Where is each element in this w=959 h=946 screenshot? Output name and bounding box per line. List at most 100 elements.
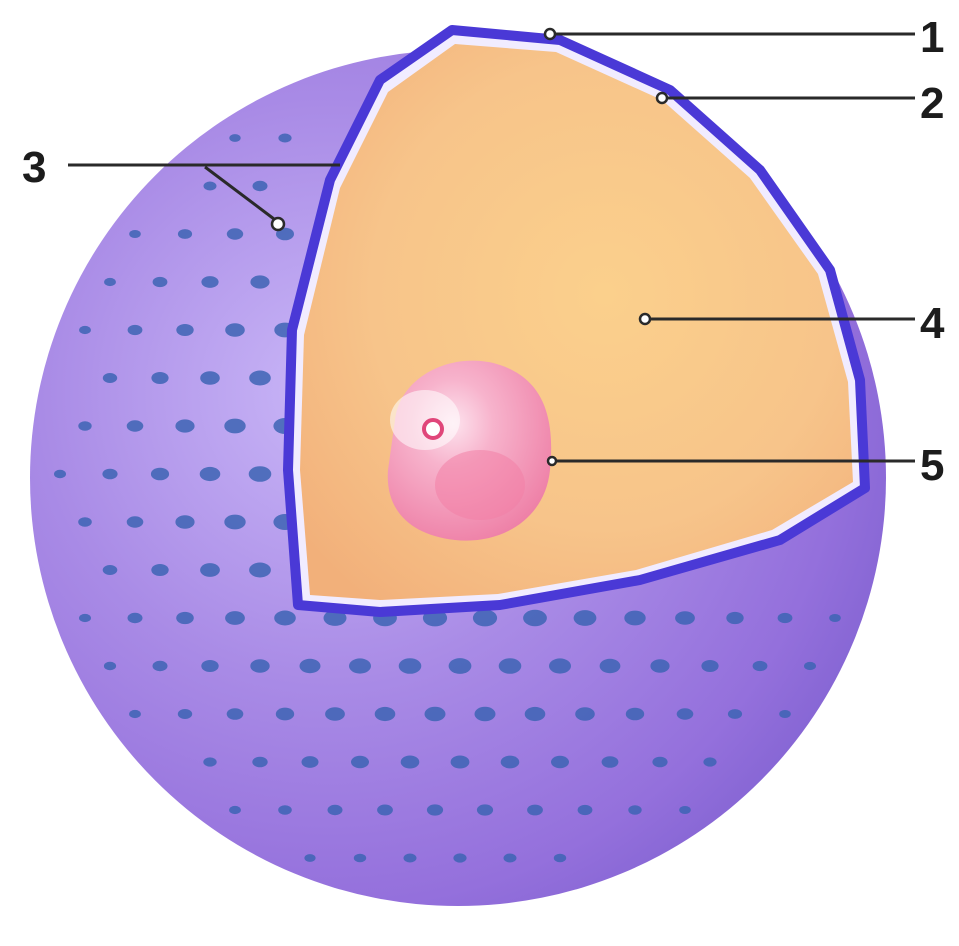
pore-dot xyxy=(624,611,645,626)
pore-dot xyxy=(253,181,268,191)
pore-dot xyxy=(128,613,143,623)
nucleolus xyxy=(424,420,442,438)
pore-dot xyxy=(151,468,169,481)
pore-dot xyxy=(175,515,194,528)
pore-dot xyxy=(449,658,472,674)
pore-dot xyxy=(127,420,144,431)
pore-dot xyxy=(176,612,194,624)
pore-dot xyxy=(102,469,117,480)
pore-dot xyxy=(726,612,743,624)
pore-dot xyxy=(278,805,292,814)
pore-dot xyxy=(401,756,420,769)
pore-dot xyxy=(278,134,291,143)
pore-dot xyxy=(477,804,493,815)
pore-dot xyxy=(203,757,216,766)
pore-dot xyxy=(652,757,667,768)
pore-dot xyxy=(153,661,168,671)
pore-dot xyxy=(249,371,271,386)
pore-dot xyxy=(703,757,716,766)
pore-dot xyxy=(54,470,66,478)
pore-dot xyxy=(78,421,91,430)
pore-dot xyxy=(178,709,192,719)
pore-dot xyxy=(351,756,369,768)
pore-dot xyxy=(104,662,116,670)
label-3: 3 xyxy=(22,143,46,192)
pore-dot xyxy=(78,517,92,526)
pore-dot xyxy=(602,756,619,768)
pore-dot xyxy=(103,565,118,575)
pore-dot xyxy=(229,134,240,142)
pore-dot xyxy=(276,708,294,721)
pore-dot xyxy=(252,757,267,768)
pore-dot xyxy=(201,276,218,288)
pore-dot xyxy=(404,854,417,863)
pore-dot xyxy=(104,278,116,286)
pore-dot xyxy=(778,613,793,623)
pore-dot xyxy=(127,516,144,527)
pore-dot xyxy=(475,707,496,722)
pore-dot xyxy=(501,756,520,769)
pore-dot xyxy=(523,610,547,626)
pore-dot xyxy=(504,854,517,863)
pore-dot xyxy=(779,710,791,718)
pore-dot xyxy=(753,661,768,671)
pore-dot xyxy=(250,659,269,672)
pore-dot xyxy=(175,419,194,432)
pore-dot xyxy=(224,419,245,434)
pore-dot xyxy=(325,707,345,721)
pore-dot xyxy=(227,228,243,239)
pore-dot xyxy=(200,371,220,385)
pore-dot xyxy=(151,564,168,576)
pore-dot xyxy=(103,373,117,383)
pore-dot xyxy=(399,658,422,674)
pore-dot xyxy=(176,324,193,336)
label-4: 4 xyxy=(920,299,945,348)
pore-dot xyxy=(675,611,695,625)
pore-dot xyxy=(626,708,644,721)
pore-dot xyxy=(829,614,841,622)
pore-dot xyxy=(79,614,91,622)
pore-dot xyxy=(677,708,694,719)
label-2: 2 xyxy=(920,79,944,128)
pore-dot xyxy=(349,658,371,673)
pore-dot xyxy=(229,806,241,814)
pore-dot xyxy=(151,372,168,384)
pore-dot xyxy=(554,854,566,863)
pore-dot xyxy=(578,805,593,815)
pore-dot xyxy=(129,230,141,238)
pore-dot xyxy=(249,563,271,578)
label-1: 1 xyxy=(920,13,944,62)
pore-dot xyxy=(178,229,192,239)
pore-dot xyxy=(525,707,546,721)
pore-dot xyxy=(549,658,571,673)
pore-dot xyxy=(200,467,221,481)
pore-dot xyxy=(200,563,220,577)
pore-dot xyxy=(499,658,522,674)
pore-dot xyxy=(425,707,446,722)
pore-dot xyxy=(453,853,466,862)
pore-dot xyxy=(224,515,245,530)
pore-dot xyxy=(650,659,669,672)
pore-dot xyxy=(473,610,497,627)
pore-dot xyxy=(250,275,269,288)
pore-dot xyxy=(575,707,595,721)
pore-dot xyxy=(304,854,315,862)
pore-dot xyxy=(274,611,296,626)
pore-dot xyxy=(377,805,393,816)
pore-dot xyxy=(201,660,218,672)
nucleus xyxy=(388,361,551,541)
pore-dot xyxy=(225,611,245,625)
cytoplasm xyxy=(300,44,853,600)
pore-dot xyxy=(728,709,742,719)
pore-dot xyxy=(128,325,143,335)
pore-dot xyxy=(574,610,597,626)
pore-dot xyxy=(451,756,470,769)
pore-dot xyxy=(600,659,621,673)
pore-dot xyxy=(375,707,396,721)
pore-dot xyxy=(679,806,691,814)
pore-dot xyxy=(551,756,569,768)
label-5: 5 xyxy=(920,441,944,490)
pore-dot xyxy=(328,805,343,815)
pore-dot xyxy=(527,805,543,816)
